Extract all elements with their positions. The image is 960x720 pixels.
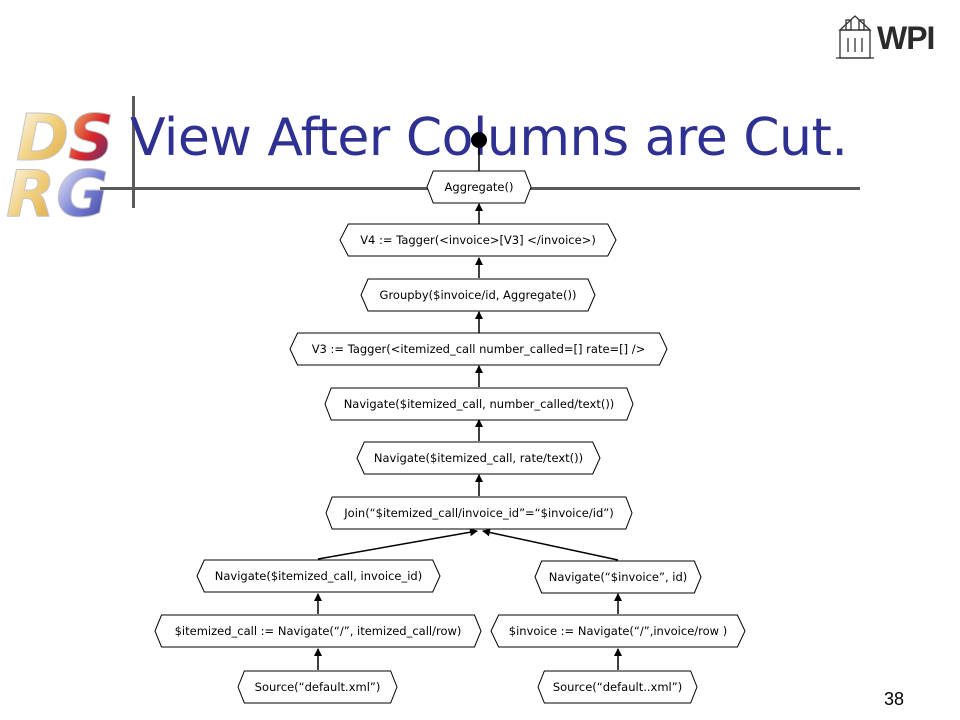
node-groupby: Groupby($invoice/id, Aggregate()) xyxy=(361,279,595,311)
node-tagger-v3: V3 := Tagger(<itemized_call number_calle… xyxy=(290,333,667,365)
node-navigate-number-called: Navigate($itemized_call, number_called/t… xyxy=(325,388,633,420)
node-navigate-invoice-id: Navigate($itemized_call, invoice_id) xyxy=(197,560,440,592)
page-number: 38 xyxy=(883,689,904,709)
node-navigate-rate-label: Navigate($itemized_call, rate/text()) xyxy=(373,451,584,465)
node-navigate-invoice-id-label: Navigate($itemized_call, invoice_id) xyxy=(214,569,423,583)
node-navigate-invoice-row: $invoice := Navigate(“/”,invoice/row ) xyxy=(491,615,745,647)
root-dot xyxy=(471,132,487,148)
node-tagger-v4-label: V4 := Tagger(<invoice>[V3] </invoice>) xyxy=(360,233,596,247)
node-join-label: Join(“$itemized_call/invoice_id”=“$invoi… xyxy=(344,506,614,520)
dsrg-r-letter: R xyxy=(6,158,55,222)
node-navigate-invoice-dollar-id: Navigate(“$invoice”, id) xyxy=(535,561,701,593)
node-navigate-invoice-dollar-id-label: Navigate(“$invoice”, id) xyxy=(548,570,688,584)
node-navigate-invoice-row-label: $invoice := Navigate(“/”,invoice/row ) xyxy=(508,624,728,638)
slide-title: View After Columns are Cut. xyxy=(130,108,848,168)
wpi-logo-text: WPI xyxy=(877,20,935,56)
wpi-building-icon xyxy=(836,15,874,59)
node-navigate-rate: Navigate($itemized_call, rate/text()) xyxy=(357,442,600,474)
node-source-left-label: Source(“default.xml”) xyxy=(254,680,381,694)
node-navigate-number-called-label: Navigate($itemized_call, number_called/t… xyxy=(343,397,615,411)
node-tagger-v3-label: V3 := Tagger(<itemized_call number_calle… xyxy=(311,342,646,356)
node-join: Join(“$itemized_call/invoice_id”=“$invoi… xyxy=(326,497,632,529)
node-source-right: Source(“default..xml”) xyxy=(538,671,697,703)
node-navigate-itemized-row-label: $itemized_call := Navigate(“/”, itemized… xyxy=(174,624,462,638)
node-tagger-v4: V4 := Tagger(<invoice>[V3] </invoice>) xyxy=(340,224,616,256)
node-groupby-label: Groupby($invoice/id, Aggregate()) xyxy=(379,288,577,302)
dsrg-s-letter: S xyxy=(68,102,114,176)
node-aggregate: Aggregate() xyxy=(427,171,531,203)
node-aggregate-label: Aggregate() xyxy=(444,180,514,194)
edge-navid-join xyxy=(482,528,619,561)
node-source-left: Source(“default.xml”) xyxy=(238,671,397,703)
node-source-right-label: Source(“default..xml”) xyxy=(552,680,683,694)
dsrg-logo: D S R G xyxy=(6,102,115,223)
title-vertical-rule xyxy=(132,96,135,208)
node-navigate-itemized-row: $itemized_call := Navigate(“/”, itemized… xyxy=(155,615,481,647)
dsrg-d-letter: D xyxy=(16,102,69,176)
edge-navinv-join xyxy=(317,528,478,560)
